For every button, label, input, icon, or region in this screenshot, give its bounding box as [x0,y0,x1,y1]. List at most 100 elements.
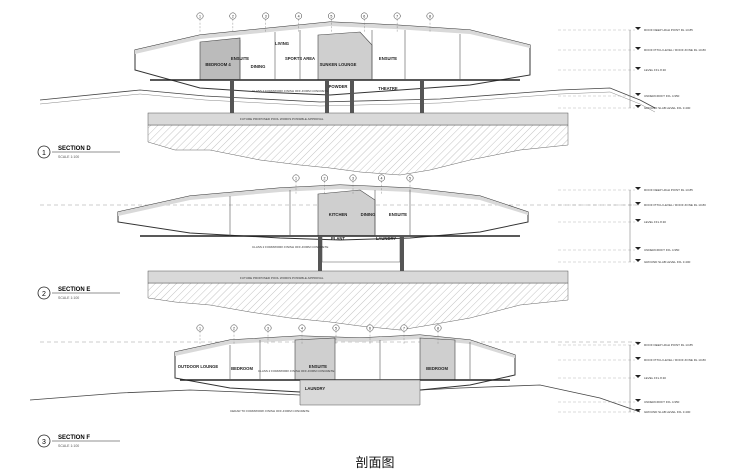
grid-label: 1 [199,14,201,18]
section-note: FUTURE PROPOSED POOL WORKS POSSIBLE APPR… [240,276,324,280]
level-marker [635,219,641,222]
room-label: SPORTS AREA [285,56,315,61]
grid-bubble [196,324,204,332]
level-label: LEVEL FFL 8.30 [644,220,666,224]
section-title: SECTION E [58,287,90,293]
column [325,80,329,113]
room-label: KITCHEN [329,212,348,217]
basement-band [147,112,569,126]
level-label: ROOF DEEP HIGH POINT RL 13.85 [644,188,693,192]
section-d: 1 SECTION D SCALE 1:100 CLASS 2 FORMWORK… [37,21,656,176]
column [230,80,234,113]
grid-bubble [400,324,408,332]
ground-line-lower [39,91,656,113]
level-label: ROOF PITCH LEVEL / ROOF ZONE RL 10.80 [644,358,706,362]
ground-line [39,87,656,109]
section-title: SECTION D [58,146,91,152]
roof-top-shade [118,185,528,216]
level-marker [635,409,641,412]
room-label: DINING [361,212,376,217]
room-label: PLANT [331,236,345,241]
section-number: 3 [42,439,46,446]
room-label: LAUNDRY [305,386,326,391]
column [420,80,424,113]
section-title: SECTION F [58,435,90,441]
earth-mass [147,282,569,331]
level-marker [635,375,641,378]
cut-volume [294,337,336,381]
level-marker [635,202,641,205]
level-marker [635,27,641,30]
section-scale: SCALE 1:100 [58,296,79,300]
section-note: CLASS 2 FORMWORK FINISH OFF-FORM CONCRET… [252,89,328,93]
room-label: POWDER [329,84,348,89]
level-label: ROOF PITCH LEVEL / ROOF ZONE RL 10.80 [644,48,706,52]
room-label: THEATRE [378,86,398,91]
section-note: CEDAR TO FORMWORK FINISH OFF-FORM CONCRE… [230,409,309,413]
section-note: CLASS 2 FORMWORK FINISH OFF-FORM CONCRET… [252,245,328,249]
level-marker [635,247,641,250]
level-label: UNDERCROFT FFL 4.950 [644,400,680,404]
grid-label: 2 [233,326,235,330]
cut-volume-center [317,31,373,81]
room-label: ENSUITE [309,364,327,369]
level-label: ROOF DEEP HIGH POINT RL 13.85 [644,28,693,32]
grid-label: 7 [396,14,398,18]
grid-label: 4 [381,176,383,180]
level-marker [635,105,641,108]
grid-label: 6 [363,14,365,18]
foundation-block [299,379,421,406]
grid-label: 3 [265,14,267,18]
grid-bubble [366,324,374,332]
grid-bubble [332,324,340,332]
grid-label: 1 [199,326,201,330]
room-label: ENSUITE [389,212,407,217]
level-label: UNDERCROFT FFL 4.950 [644,248,680,252]
level-marker [635,259,641,262]
section-scale: SCALE 1:100 [58,155,79,159]
section-number: 1 [42,150,46,157]
room-label: DINING [251,64,266,69]
section-note: CLASS 2 FORMWORK FINISH OFF-FORM CONCRET… [258,369,334,373]
level-label: LEVEL FFL 8.30 [644,376,666,380]
room-label: ENSUITE [379,56,397,61]
grid-label: 2 [324,176,326,180]
grid-label: 6 [369,326,371,330]
grid-bubble [264,324,272,332]
level-marker [635,342,641,345]
grid-label: 8 [429,14,431,18]
level-label: LEVEL FFL 8.30 [644,68,666,72]
grid-label: 2 [232,14,234,18]
grid-label: 4 [301,326,303,330]
level-label: GROUND SLAB LEVEL FFL 3.400 [644,106,691,110]
room-label: LAUNDRY [376,236,397,241]
room-label: OUTDOOR LOUNGE [178,364,219,369]
grid-label: 5 [409,176,411,180]
level-marker [635,187,641,190]
room-label: BEDROOM 4 [205,62,231,67]
level-label: UNDERCROFT FFL 4.950 [644,94,680,98]
column [318,236,322,271]
level-marker [635,357,641,360]
section-note: FUTURE PROPOSED POOL WORKS POSSIBLE APPR… [240,117,324,121]
room-label: LIVING [275,41,289,46]
level-label: GROUND SLAB LEVEL FFL 3.400 [644,260,691,264]
section-marker [37,434,51,448]
level-label: ROOF DEEP HIGH POINT RL 13.85 [644,343,693,347]
grid-bubble [434,324,442,332]
earth-mass [147,124,569,176]
grid-label: 4 [298,14,300,18]
section-scale: SCALE 1:100 [58,444,79,448]
section-number: 2 [42,291,46,298]
grid-label: 8 [437,326,439,330]
section-f: 3 SECTION F SCALE 1:100 CLASS 2 FORMWORK… [29,334,641,448]
column [400,236,404,271]
room-label: ENSUITE [231,56,249,61]
roof-envelope [174,334,516,393]
roof-top-shade [135,22,530,54]
cut-volume [419,337,456,381]
room-label: BEDROOM [426,366,448,371]
grid-bubble [298,324,306,332]
